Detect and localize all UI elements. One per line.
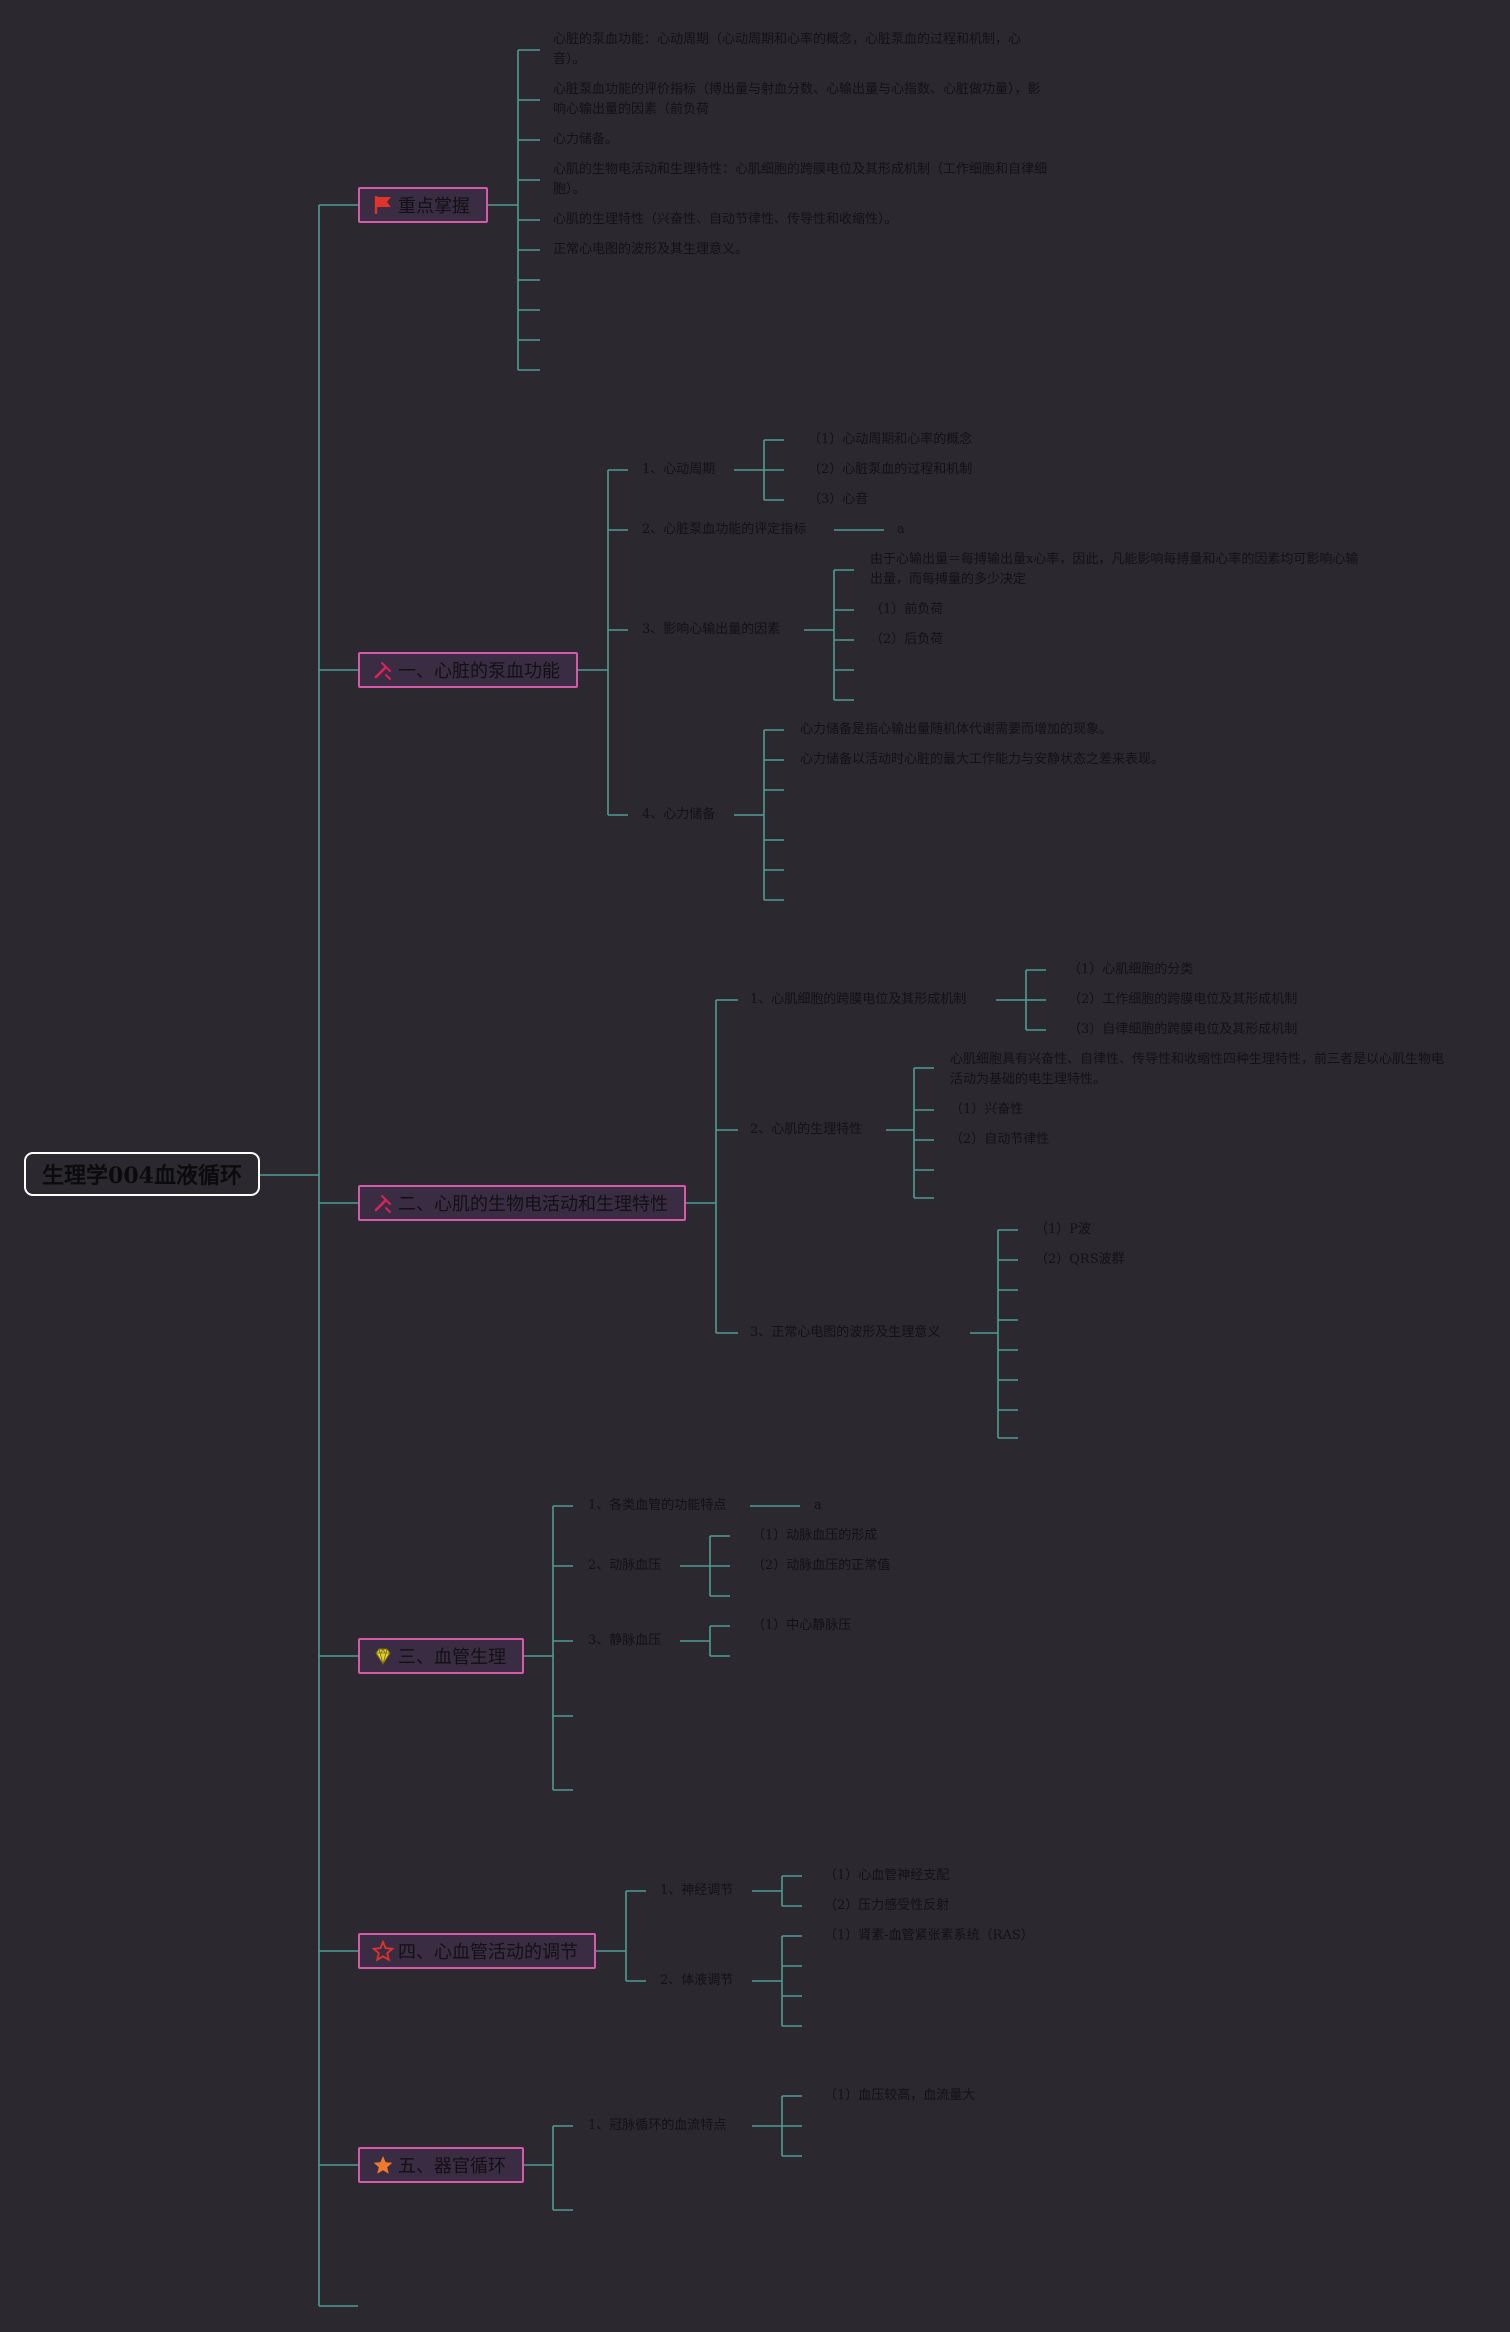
t4-sub-2-item-1: （1）肾素-血管紧张素系统（RAS） bbox=[824, 1928, 1034, 1943]
topic-key-label: 重点掌握 bbox=[398, 196, 470, 217]
topic-4-regulation[interactable]: 四、心血管活动的调节 bbox=[358, 1933, 596, 1969]
t5-sub-1: 1、冠脉循环的血流特点 bbox=[588, 2118, 727, 2133]
t1-sub-1-item-3: （3）心音 bbox=[808, 492, 869, 507]
tools-icon bbox=[372, 1192, 394, 1214]
t5-sub-1-item-1: （1）血压较高，血流量大 bbox=[824, 2088, 976, 2103]
t3-sub-1-tail: a bbox=[814, 1498, 822, 1513]
key-item-6: 正常心电图的波形及其生理意义。 bbox=[553, 242, 749, 257]
topic-2-label: 二、心肌的生物电活动和生理特性 bbox=[398, 1194, 668, 1215]
t1-sub-3-item-2: （2）后负荷 bbox=[870, 632, 944, 647]
topic-3-vascular[interactable]: 三、血管生理 bbox=[358, 1638, 524, 1674]
t2-sub-2-note: 心肌细胞具有兴奋性、自律性、传导性和收缩性四种生理特性，前三者是以心肌生物电活动… bbox=[950, 1052, 1445, 1087]
t3-sub-2-item-2: （2）动脉血压的正常值 bbox=[752, 1558, 891, 1573]
t2-sub-3-item-2: （2）QRS波群 bbox=[1035, 1252, 1125, 1267]
t1-sub-4-item-1: 心力储备是指心输出量随机体代谢需要而增加的现象。 bbox=[800, 722, 1113, 737]
key-item-2: 心脏泵血功能的评价指标（搏出量与射血分数、心输出量与心指数、心脏做功量），影响心… bbox=[553, 82, 1041, 117]
t4-sub-1-item-2: （2）压力感受性反射 bbox=[824, 1898, 950, 1913]
diamond-icon bbox=[372, 1645, 394, 1667]
t2-sub-2-item-1: （1）兴奋性 bbox=[950, 1102, 1024, 1117]
root-node[interactable]: 生理学004血液循环 bbox=[24, 1152, 260, 1196]
t1-sub-4: 4、心力储备 bbox=[642, 807, 716, 822]
t1-sub-2-tail: a bbox=[897, 522, 905, 537]
t4-sub-1-item-1: （1）心血管神经支配 bbox=[824, 1868, 950, 1883]
t2-sub-2-item-2: （2）自动节律性 bbox=[950, 1132, 1050, 1147]
t4-sub-1: 1、神经调节 bbox=[660, 1883, 734, 1898]
t1-sub-1: 1、心动周期 bbox=[642, 462, 716, 477]
topic-5-organ-circulation[interactable]: 五、器官循环 bbox=[358, 2147, 524, 2183]
t1-sub-2: 2、心脏泵血功能的评定指标 bbox=[642, 522, 807, 537]
root-title: 生理学004血液循环 bbox=[42, 1163, 242, 1189]
key-item-4: 心肌的生物电活动和生理特性：心肌细胞的跨膜电位及其形成机制（工作细胞和自律细胞）… bbox=[553, 162, 1048, 197]
topic-1-heart-pump[interactable]: 一、心脏的泵血功能 bbox=[358, 652, 578, 688]
t2-sub-3-item-1: （1）P波 bbox=[1035, 1222, 1092, 1237]
t3-sub-3: 3、静脉血压 bbox=[588, 1633, 662, 1648]
key-item-1: 心脏的泵血功能：心动周期（心动周期和心率的概念，心脏泵血的过程和机制，心音）。 bbox=[553, 32, 1022, 67]
t1-sub-3: 3、影响心输出量的因素 bbox=[642, 622, 781, 637]
t1-sub-3-note: 由于心输出量＝每搏输出量x心率，因此，凡能影响每搏量和心率的因素均可影响心输出量… bbox=[870, 552, 1359, 587]
topic-2-myocardium[interactable]: 二、心肌的生物电活动和生理特性 bbox=[358, 1185, 686, 1221]
t2-sub-1-item-3: （3）自律细胞的跨膜电位及其形成机制 bbox=[1068, 1022, 1298, 1037]
t1-sub-3-item-1: （1）前负荷 bbox=[870, 602, 944, 617]
t3-sub-1: 1、各类血管的功能特点 bbox=[588, 1498, 727, 1513]
topic-5-label: 五、器官循环 bbox=[398, 2156, 506, 2177]
topic-3-label: 三、血管生理 bbox=[398, 1647, 506, 1668]
star-filled-icon bbox=[372, 2154, 394, 2176]
red-flag-icon bbox=[372, 194, 394, 216]
tools-icon bbox=[372, 659, 394, 681]
t1-sub-1-item-2: （2）心脏泵血的过程和机制 bbox=[808, 462, 973, 477]
t2-sub-3: 3、正常心电图的波形及生理意义 bbox=[750, 1325, 941, 1340]
t2-sub-2: 2、心肌的生理特性 bbox=[750, 1122, 863, 1137]
topic-1-label: 一、心脏的泵血功能 bbox=[398, 661, 560, 682]
t2-sub-1: 1、心肌细胞的跨膜电位及其形成机制 bbox=[750, 992, 967, 1007]
t3-sub-3-item-1: （1）中心静脉压 bbox=[752, 1618, 852, 1633]
topic-4-label: 四、心血管活动的调节 bbox=[398, 1942, 578, 1963]
t1-sub-4-item-2: 心力储备以活动时心脏的最大工作能力与安静状态之差来表现。 bbox=[800, 752, 1165, 767]
t2-sub-1-item-2: （2）工作细胞的跨膜电位及其形成机制 bbox=[1068, 992, 1298, 1007]
key-item-3: 心力储备。 bbox=[553, 132, 619, 147]
t4-sub-2: 2、体液调节 bbox=[660, 1973, 734, 1988]
star-outline-icon bbox=[372, 1940, 394, 1962]
t1-sub-1-item-1: （1）心动周期和心率的概念 bbox=[808, 432, 973, 447]
key-item-5: 心肌的生理特性（兴奋性、自动节律性、传导性和收缩性）。 bbox=[553, 212, 898, 227]
topic-key-points[interactable]: 重点掌握 bbox=[358, 187, 488, 223]
t2-sub-1-item-1: （1）心肌细胞的分类 bbox=[1068, 962, 1194, 977]
t3-sub-2: 2、动脉血压 bbox=[588, 1558, 662, 1573]
t3-sub-2-item-1: （1）动脉血压的形成 bbox=[752, 1528, 878, 1543]
